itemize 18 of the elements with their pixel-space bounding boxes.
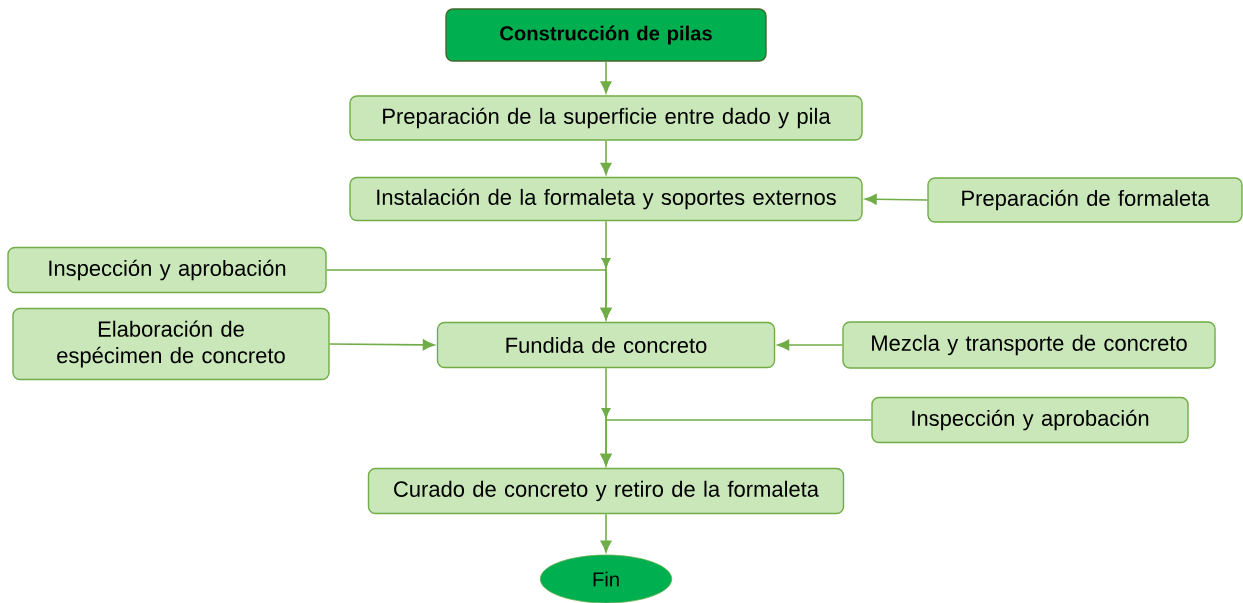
arrow [600,513,612,553]
start-box: Construcción de pilas [445,8,767,62]
process-box: Instalación de la formaleta y soportes externos [349,176,863,222]
arrow [328,339,435,351]
arrow [864,193,929,205]
process-box: Fundida de concreto [436,321,776,369]
arrow [325,257,612,320]
process-box: Preparación de formaleta [927,177,1243,223]
process-box: Preparación de la superficie entre dado y pila [349,95,863,141]
process-box: Curado de concreto y retiro de la formaleta [367,467,845,515]
arrow [600,407,873,466]
arrow [600,139,612,175]
arrow [600,60,612,94]
arrow [777,339,844,351]
process-box: Mezcla y transporte de concreto [842,321,1216,369]
process-box: Inspección y aprobación [871,396,1189,444]
process-box: Inspección y aprobación [7,246,327,294]
process-box: Elaboración de espécimen de concreto [12,307,330,381]
